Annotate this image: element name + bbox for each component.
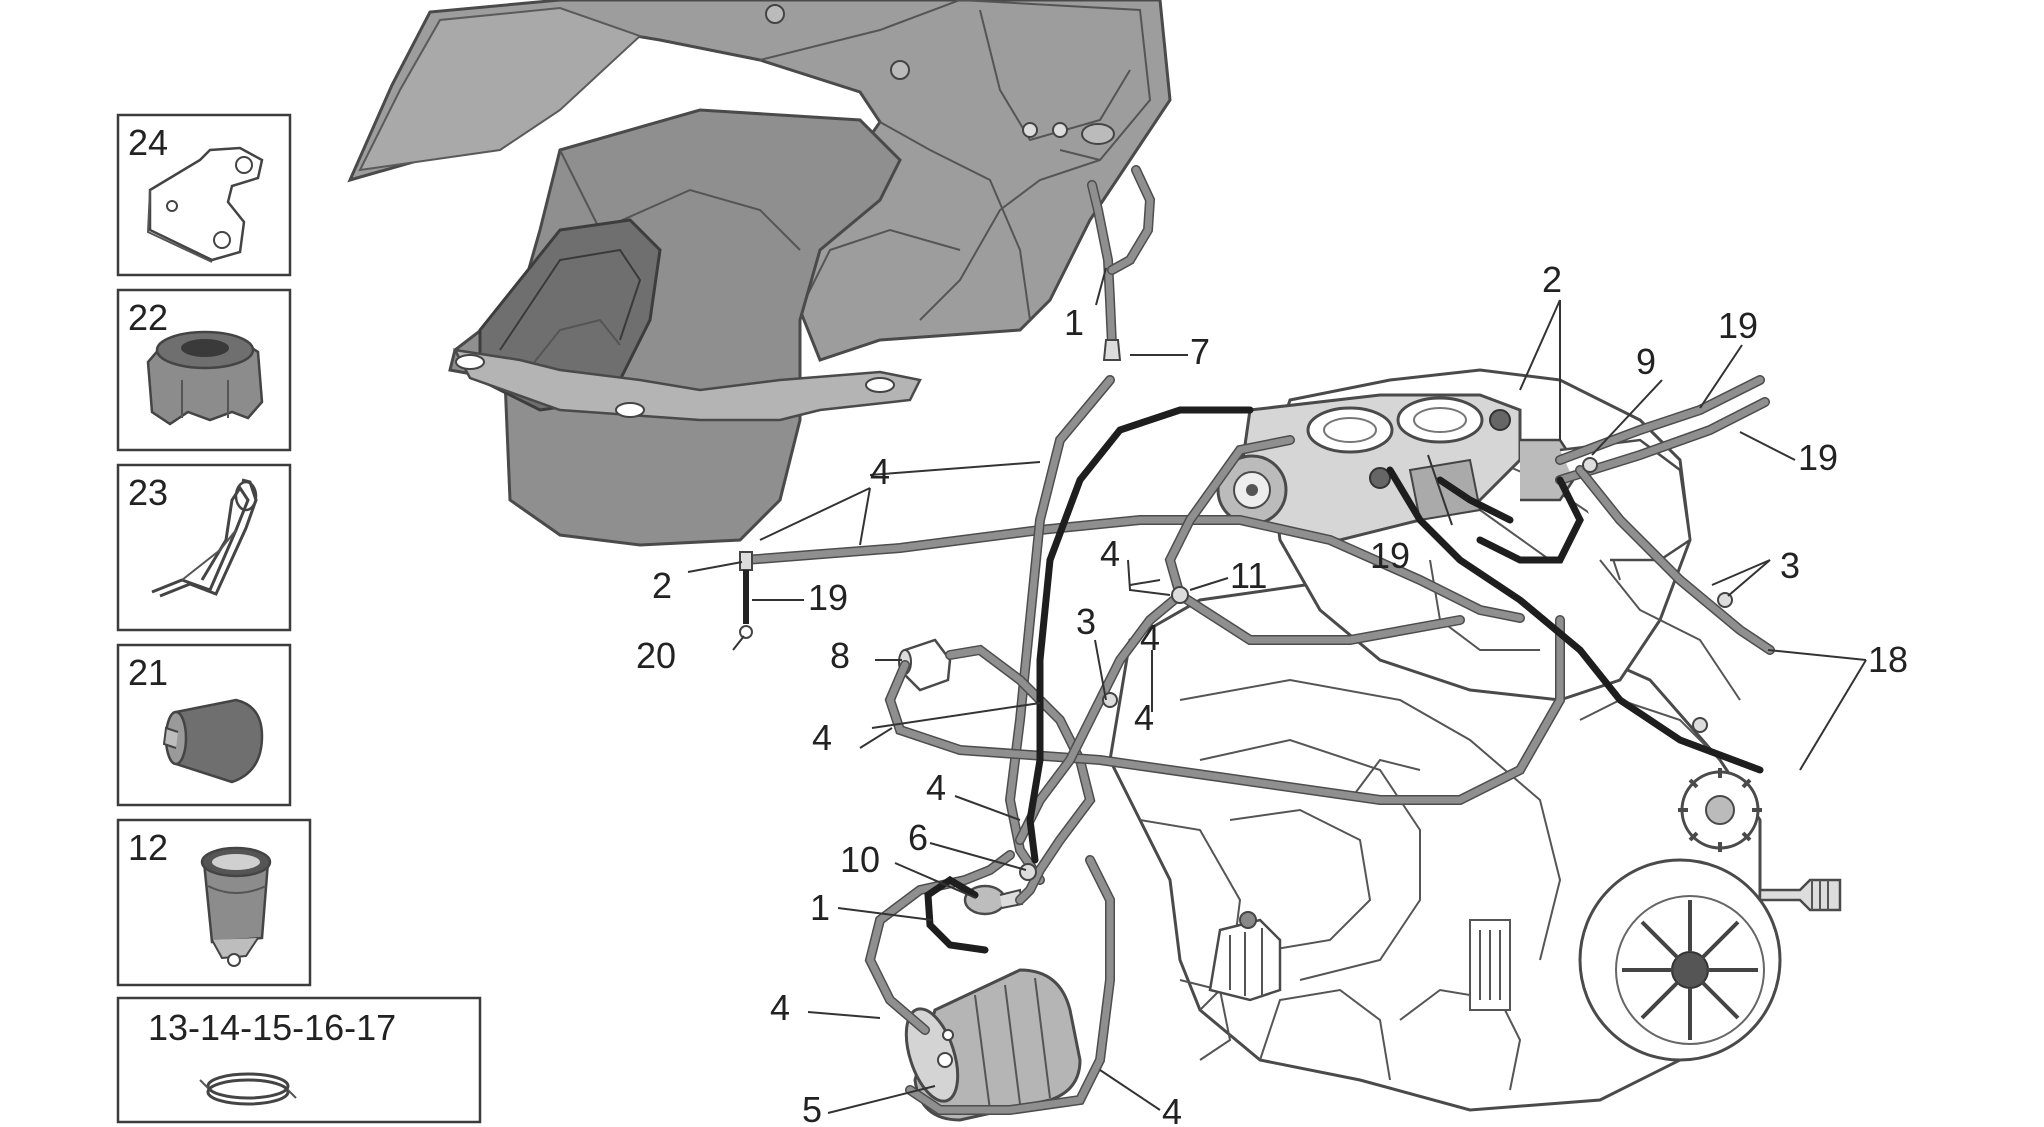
callout-4-top: 4 xyxy=(870,451,890,492)
hose-network xyxy=(740,165,1775,1115)
callout-5: 5 xyxy=(802,1089,822,1127)
callout-11: 11 xyxy=(1230,555,1267,596)
parts-panel-23: 23 xyxy=(116,463,292,632)
callout-20: 20 xyxy=(636,635,676,676)
callout-4-bottom-left: 4 xyxy=(770,987,790,1028)
callout-19-right: 19 xyxy=(1798,437,1838,478)
callout-4-bottom-right: 4 xyxy=(1162,1091,1182,1127)
wire-clip-icon xyxy=(151,478,258,598)
callout-7: 7 xyxy=(1190,331,1210,372)
callout-18: 18 xyxy=(1868,639,1908,680)
panel-label-22: 22 xyxy=(128,297,168,338)
callout-1-top: 1 xyxy=(1064,302,1084,343)
output-shaft-icon xyxy=(1758,878,1842,912)
cap-icon xyxy=(162,698,264,784)
clip-3a xyxy=(1102,692,1118,708)
rubber-mount-icon xyxy=(146,330,264,426)
callout-9: 9 xyxy=(1636,341,1656,382)
panel-label-24: 24 xyxy=(128,122,168,163)
callout-3-left: 3 xyxy=(1076,601,1096,642)
airbox-housing xyxy=(347,0,1172,547)
callout-3-right: 3 xyxy=(1780,545,1800,586)
callout-4-left: 4 xyxy=(812,717,832,758)
parts-panel-22: 22 xyxy=(116,288,292,452)
hose-clamp-sleeve-icon xyxy=(200,846,272,967)
callout-4-mid: 4 xyxy=(1100,533,1120,574)
panel-label-13-17: 13-14-15-16-17 xyxy=(148,1007,396,1048)
vent-fitting-icon xyxy=(765,4,1115,161)
clip-3c xyxy=(1692,717,1708,733)
y-fitting-11 xyxy=(1171,586,1189,604)
callout-2-top: 2 xyxy=(1542,259,1562,300)
callout-2-left: 2 xyxy=(652,565,672,606)
hose-union-7 xyxy=(1102,339,1122,361)
engine-assembly xyxy=(1108,368,1842,1112)
callout-10: 10 xyxy=(840,839,880,880)
connector-6 xyxy=(1019,863,1037,881)
callout-19-top: 19 xyxy=(1718,305,1758,346)
callout-1-bottom: 1 xyxy=(810,887,830,928)
callout-8: 8 xyxy=(830,635,850,676)
callout-4-lower: 4 xyxy=(1134,697,1154,738)
callout-19-center: 19 xyxy=(1370,535,1410,576)
parts-panel-21: 21 xyxy=(116,643,292,807)
plug-20 xyxy=(739,625,753,639)
panel-label-21: 21 xyxy=(128,652,168,693)
parts-panel-13-17: 13-14-15-16-17 xyxy=(116,996,482,1124)
callout-4-center: 4 xyxy=(1140,617,1160,658)
callout-4-filter-top: 4 xyxy=(926,767,946,808)
parts-panel-24: 24 xyxy=(116,113,292,277)
fuel-filter-canister xyxy=(904,968,1082,1122)
fittings xyxy=(739,339,1733,881)
parts-panel-12: 12 xyxy=(116,818,312,987)
fitting-9 xyxy=(1582,457,1598,473)
bracket-icon xyxy=(146,146,264,263)
callout-labels: 1 7 2 19 9 19 4 4 2 19 19 4 11 3 3 20 8 … xyxy=(636,259,1908,1127)
sprocket-icon xyxy=(1678,768,1762,852)
callout-19-left: 19 xyxy=(808,577,848,618)
panel-label-12: 12 xyxy=(128,827,168,868)
leader-lines xyxy=(687,267,1867,1114)
panel-label-23: 23 xyxy=(128,472,168,513)
spring-clamp-icon xyxy=(199,1072,297,1106)
t-fitting-2 xyxy=(739,551,753,571)
callout-6: 6 xyxy=(908,817,928,858)
